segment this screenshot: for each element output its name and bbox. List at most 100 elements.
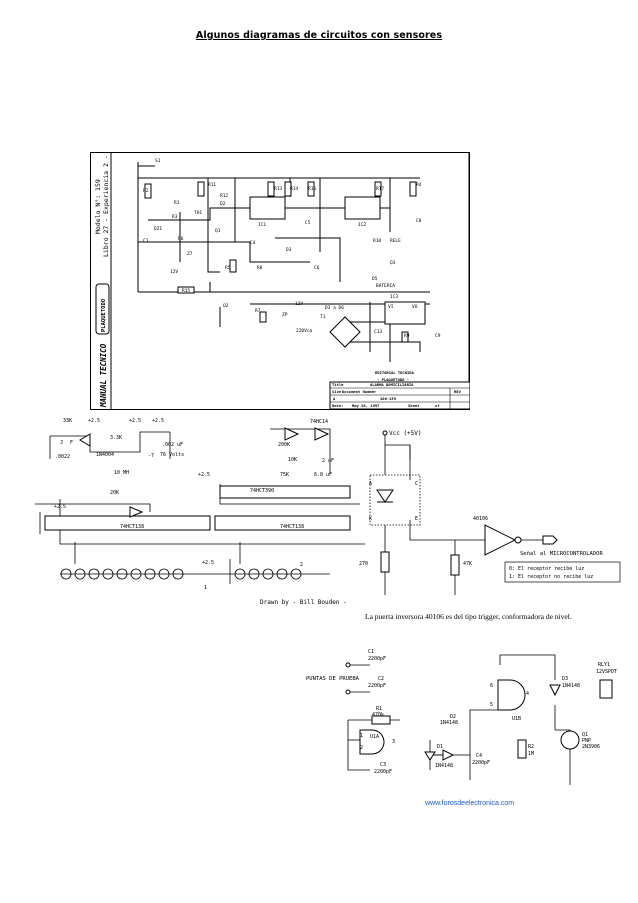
- side-manual: MANUAL TECNICO: [99, 343, 108, 408]
- c2-label-ne51: 2: [300, 562, 303, 568]
- label-c4: C4: [250, 240, 256, 246]
- side-book: Libro 27 - Experiencia 2 - Página 8: [102, 152, 110, 257]
- optocoupler-schematic: Vcc (+5V) A K C E 270 47K 40106 Señal al…: [355, 420, 625, 600]
- tb-date-label: Date:: [332, 403, 343, 408]
- opto-labels: Vcc (+5V) A K C E 270 47K 40106 Señal al…: [359, 430, 603, 567]
- t-pin6: 6: [490, 683, 493, 689]
- label-zp: ZP: [282, 312, 288, 318]
- label-dz1: DZ1: [154, 226, 162, 232]
- opto-signal: Señal al MICROCONTROLADOR: [520, 551, 603, 557]
- tb-title-label: Title: [332, 382, 344, 387]
- label-bateria: BATERIA: [376, 283, 395, 289]
- label-r7: R7: [255, 308, 261, 314]
- label-r3: R3: [172, 214, 178, 220]
- t-c2: C2: [378, 676, 384, 682]
- c2-label-002uf: .002 uF: [162, 442, 183, 448]
- label-vi: VI: [388, 304, 394, 310]
- t-r2-val: 1M: [528, 751, 534, 757]
- opto-legend-box: [504, 561, 621, 583]
- tb-docnum-label: Document Number: [342, 389, 377, 394]
- opto-vcc: Vcc (+5V): [389, 430, 422, 437]
- label-r1: R1: [174, 200, 180, 206]
- side-brand: PLAQUETODO: [101, 298, 107, 332]
- opto-components: [376, 430, 558, 576]
- side-model: Modelo N°: 159: [94, 179, 102, 234]
- label-q2: Q2: [223, 303, 229, 309]
- label-th1: TH1: [194, 210, 202, 216]
- label-r10: R10: [373, 238, 381, 244]
- label-220vca: 220Vca: [296, 328, 313, 334]
- label-r6: R6: [178, 236, 184, 242]
- label-vo: VO: [412, 304, 418, 310]
- label-q3: Q3: [390, 260, 396, 266]
- label-ic1: IC1: [258, 222, 266, 228]
- c2-label-p25b: +2.5: [129, 418, 141, 424]
- counter-wiring: [35, 428, 365, 584]
- label-r13: R13: [274, 186, 282, 192]
- c2-label-68uf: 6.8 uF: [314, 472, 332, 478]
- opto-270: 270: [359, 561, 368, 567]
- c2-label-f: F: [70, 440, 73, 446]
- counter-schematic: 33K +2.5 +2.5 +2.5 3.3K 1N4004 +2.5 -7 F…: [30, 414, 365, 609]
- c2-label-m7: -7: [148, 453, 154, 459]
- c2-label-p25c: +2.5: [152, 418, 164, 424]
- c2-label-1n4004: 1N4004: [96, 452, 114, 458]
- c2-label-74hc14: 74HC14: [310, 419, 328, 425]
- t-pin4: 4: [526, 691, 529, 697]
- title-block: EDITORIAL TECNIDA - PLAQUETODO - Title A…: [330, 370, 470, 409]
- label-z7: Z7: [187, 251, 193, 257]
- tb-sheet-value: of: [435, 403, 440, 408]
- tb-docnum-value: 100-159: [380, 396, 397, 401]
- c2-label-33k: 33K: [63, 418, 72, 424]
- c2-label-10mh: 10 MH: [114, 470, 129, 476]
- t-q1-part: 2N3906: [582, 744, 600, 750]
- t-pin1: 1: [360, 733, 363, 739]
- t-d3-val: 1N4148: [562, 683, 580, 689]
- t-c1: C1: [368, 649, 374, 655]
- c2-label-76v: 76 Volts: [160, 452, 184, 458]
- t-c2-val: 2200pF: [368, 683, 386, 689]
- t-r1: R1: [376, 706, 382, 712]
- label-d5: D5: [372, 276, 378, 282]
- tb-title-value: ALARMA DOMICILIARIA: [370, 382, 414, 387]
- tb-brand: - PLAQUETODO -: [377, 377, 409, 382]
- t-c3: C3: [380, 762, 386, 768]
- t-r1-val: 470k: [372, 712, 384, 718]
- label-r8: R8: [257, 265, 263, 271]
- label-r14: R14: [290, 186, 298, 192]
- label-ic3: IC3: [390, 294, 398, 300]
- tb-size-value: A: [333, 396, 336, 401]
- label-r4: R4: [416, 182, 422, 188]
- label-c6: C6: [314, 265, 320, 271]
- opto-e: E: [415, 516, 418, 522]
- label-12v-a: 12V: [170, 269, 178, 275]
- t-pin3: 3: [392, 739, 395, 745]
- tester-labels: C1 2200pF PUNTAS DE PRUEBA C2 2200pF R1 …: [306, 649, 617, 775]
- c2-label-p25a: +2.5: [88, 418, 100, 424]
- counter-labels: 33K +2.5 +2.5 +2.5 3.3K 1N4004 +2.5 -7 F…: [54, 418, 334, 591]
- label-c8: C8: [416, 218, 422, 224]
- label-c5: C5: [305, 220, 311, 226]
- label-s1: S1: [155, 158, 161, 164]
- c2-label-74hct138a: 74HCT138: [120, 524, 144, 530]
- label-12v-b: 12V: [295, 301, 303, 307]
- t-d1-val: 1N4148: [435, 763, 453, 769]
- counter-transistors: [60, 568, 302, 580]
- alarm-schematic-svg: Modelo N°: 159 Libro 27 - Experiencia 2 …: [90, 120, 471, 410]
- label-r15: R15: [182, 288, 190, 294]
- opto-k: K: [369, 516, 372, 522]
- label-r17: R17: [376, 186, 384, 192]
- t-q1-pnp: PNP: [582, 738, 591, 744]
- c2-credit: Drawn by - Bill Bouden -: [260, 599, 347, 606]
- label-c1: C1: [143, 238, 149, 244]
- opto-47k: 47K: [463, 561, 472, 567]
- opto-wiring: [369, 435, 545, 595]
- t-q1: Q1: [582, 732, 588, 738]
- t-pin5: 5: [490, 702, 493, 708]
- t-c4: C4: [476, 753, 482, 759]
- t-u1b: U1B: [512, 716, 521, 722]
- alarm-schematic: Modelo N°: 159 Libro 27 - Experiencia 2 …: [90, 120, 471, 410]
- alarm-labels: S1 R2 R1 R11 R12 R13 R14 R16 R17 R4 D2 R…: [143, 158, 441, 339]
- c2-label-20k: 20K: [110, 490, 119, 496]
- t-c1-val: 2200pF: [368, 656, 386, 662]
